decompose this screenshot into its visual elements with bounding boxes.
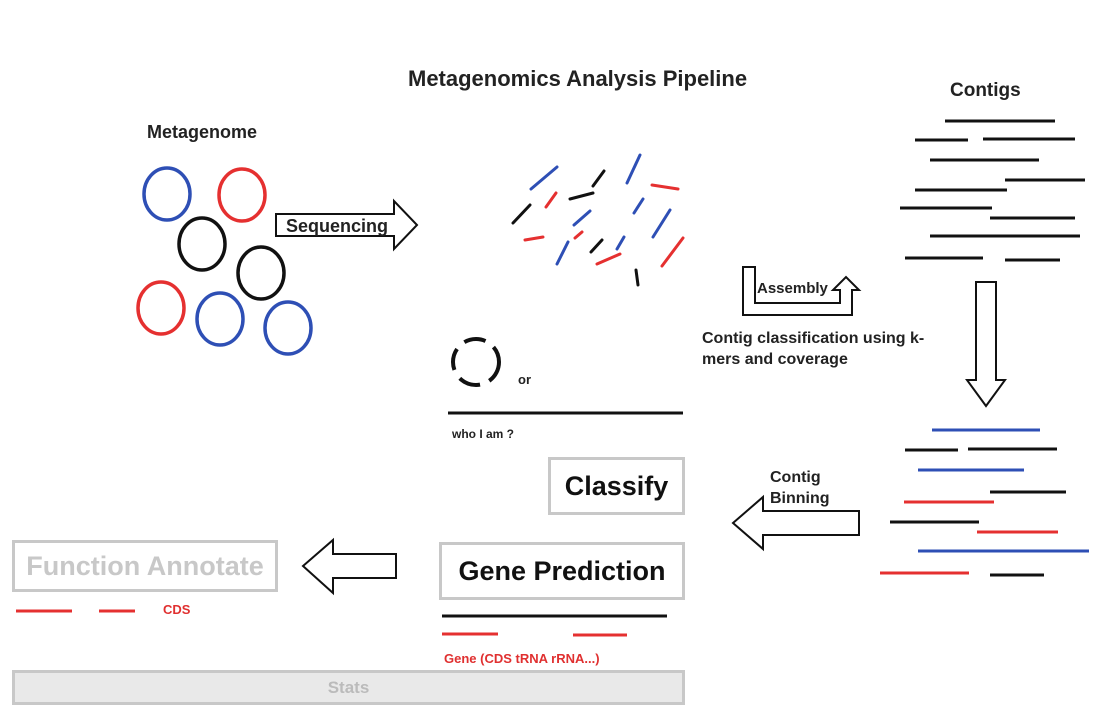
stats-box[interactable]: Stats (12, 670, 685, 705)
cds-label: CDS (163, 602, 191, 617)
diagram-title: Metagenomics Analysis Pipeline (408, 66, 748, 91)
metagenome-circles (136, 166, 313, 356)
left-arrow-icon (301, 537, 397, 596)
contigs-label: Contigs (950, 80, 1021, 101)
read-segment (615, 235, 626, 251)
read-segment (572, 209, 592, 227)
contig-lines (900, 119, 1085, 262)
read-segment (660, 236, 685, 268)
genome-circle (195, 291, 245, 347)
read-segment (523, 235, 545, 242)
genome-circle (217, 167, 267, 223)
left-arrow-icon (731, 494, 860, 552)
gene-label: Gene (CDS tRNA rRNA...) (444, 651, 600, 666)
genome-circle (263, 300, 313, 356)
read-segment (650, 183, 680, 191)
genome-circle (136, 280, 186, 336)
function-annotate-box[interactable]: Function Annotate (12, 540, 278, 592)
metagenome-label: Metagenome (147, 122, 258, 142)
read-segment (529, 165, 559, 191)
read-segment (555, 240, 570, 266)
reads-scatter (511, 153, 685, 287)
gene-prediction-box[interactable]: Gene Prediction (439, 542, 685, 600)
broken-circle-icon (451, 337, 501, 387)
read-segment (511, 203, 532, 225)
assembly-u-arrow-icon (742, 266, 862, 316)
read-segment (589, 238, 604, 254)
read-segment (591, 169, 606, 188)
binned-contigs (880, 428, 1089, 577)
binning-label: Contig Binning (770, 469, 830, 507)
genome-circle (236, 245, 286, 301)
read-segment (634, 268, 640, 287)
who-label: who I am ? (452, 427, 515, 441)
genome-circle (142, 166, 192, 222)
read-segment (544, 191, 558, 209)
down-arrow-icon (965, 281, 1007, 408)
sequencing-arrow-icon (275, 198, 419, 252)
read-segment (632, 197, 645, 215)
genome-circle (177, 216, 227, 272)
or-label: or (518, 372, 531, 387)
read-segment (568, 191, 595, 201)
assembly-label: Assembly (757, 280, 828, 297)
classify-box[interactable]: Classify (548, 457, 685, 515)
read-segment (595, 252, 622, 266)
sequencing-label: Sequencing (286, 216, 389, 236)
classification-label: Contig classification using k-mers and c… (702, 330, 925, 368)
read-segment (625, 153, 642, 185)
read-segment (573, 230, 584, 240)
read-segment (651, 208, 672, 239)
